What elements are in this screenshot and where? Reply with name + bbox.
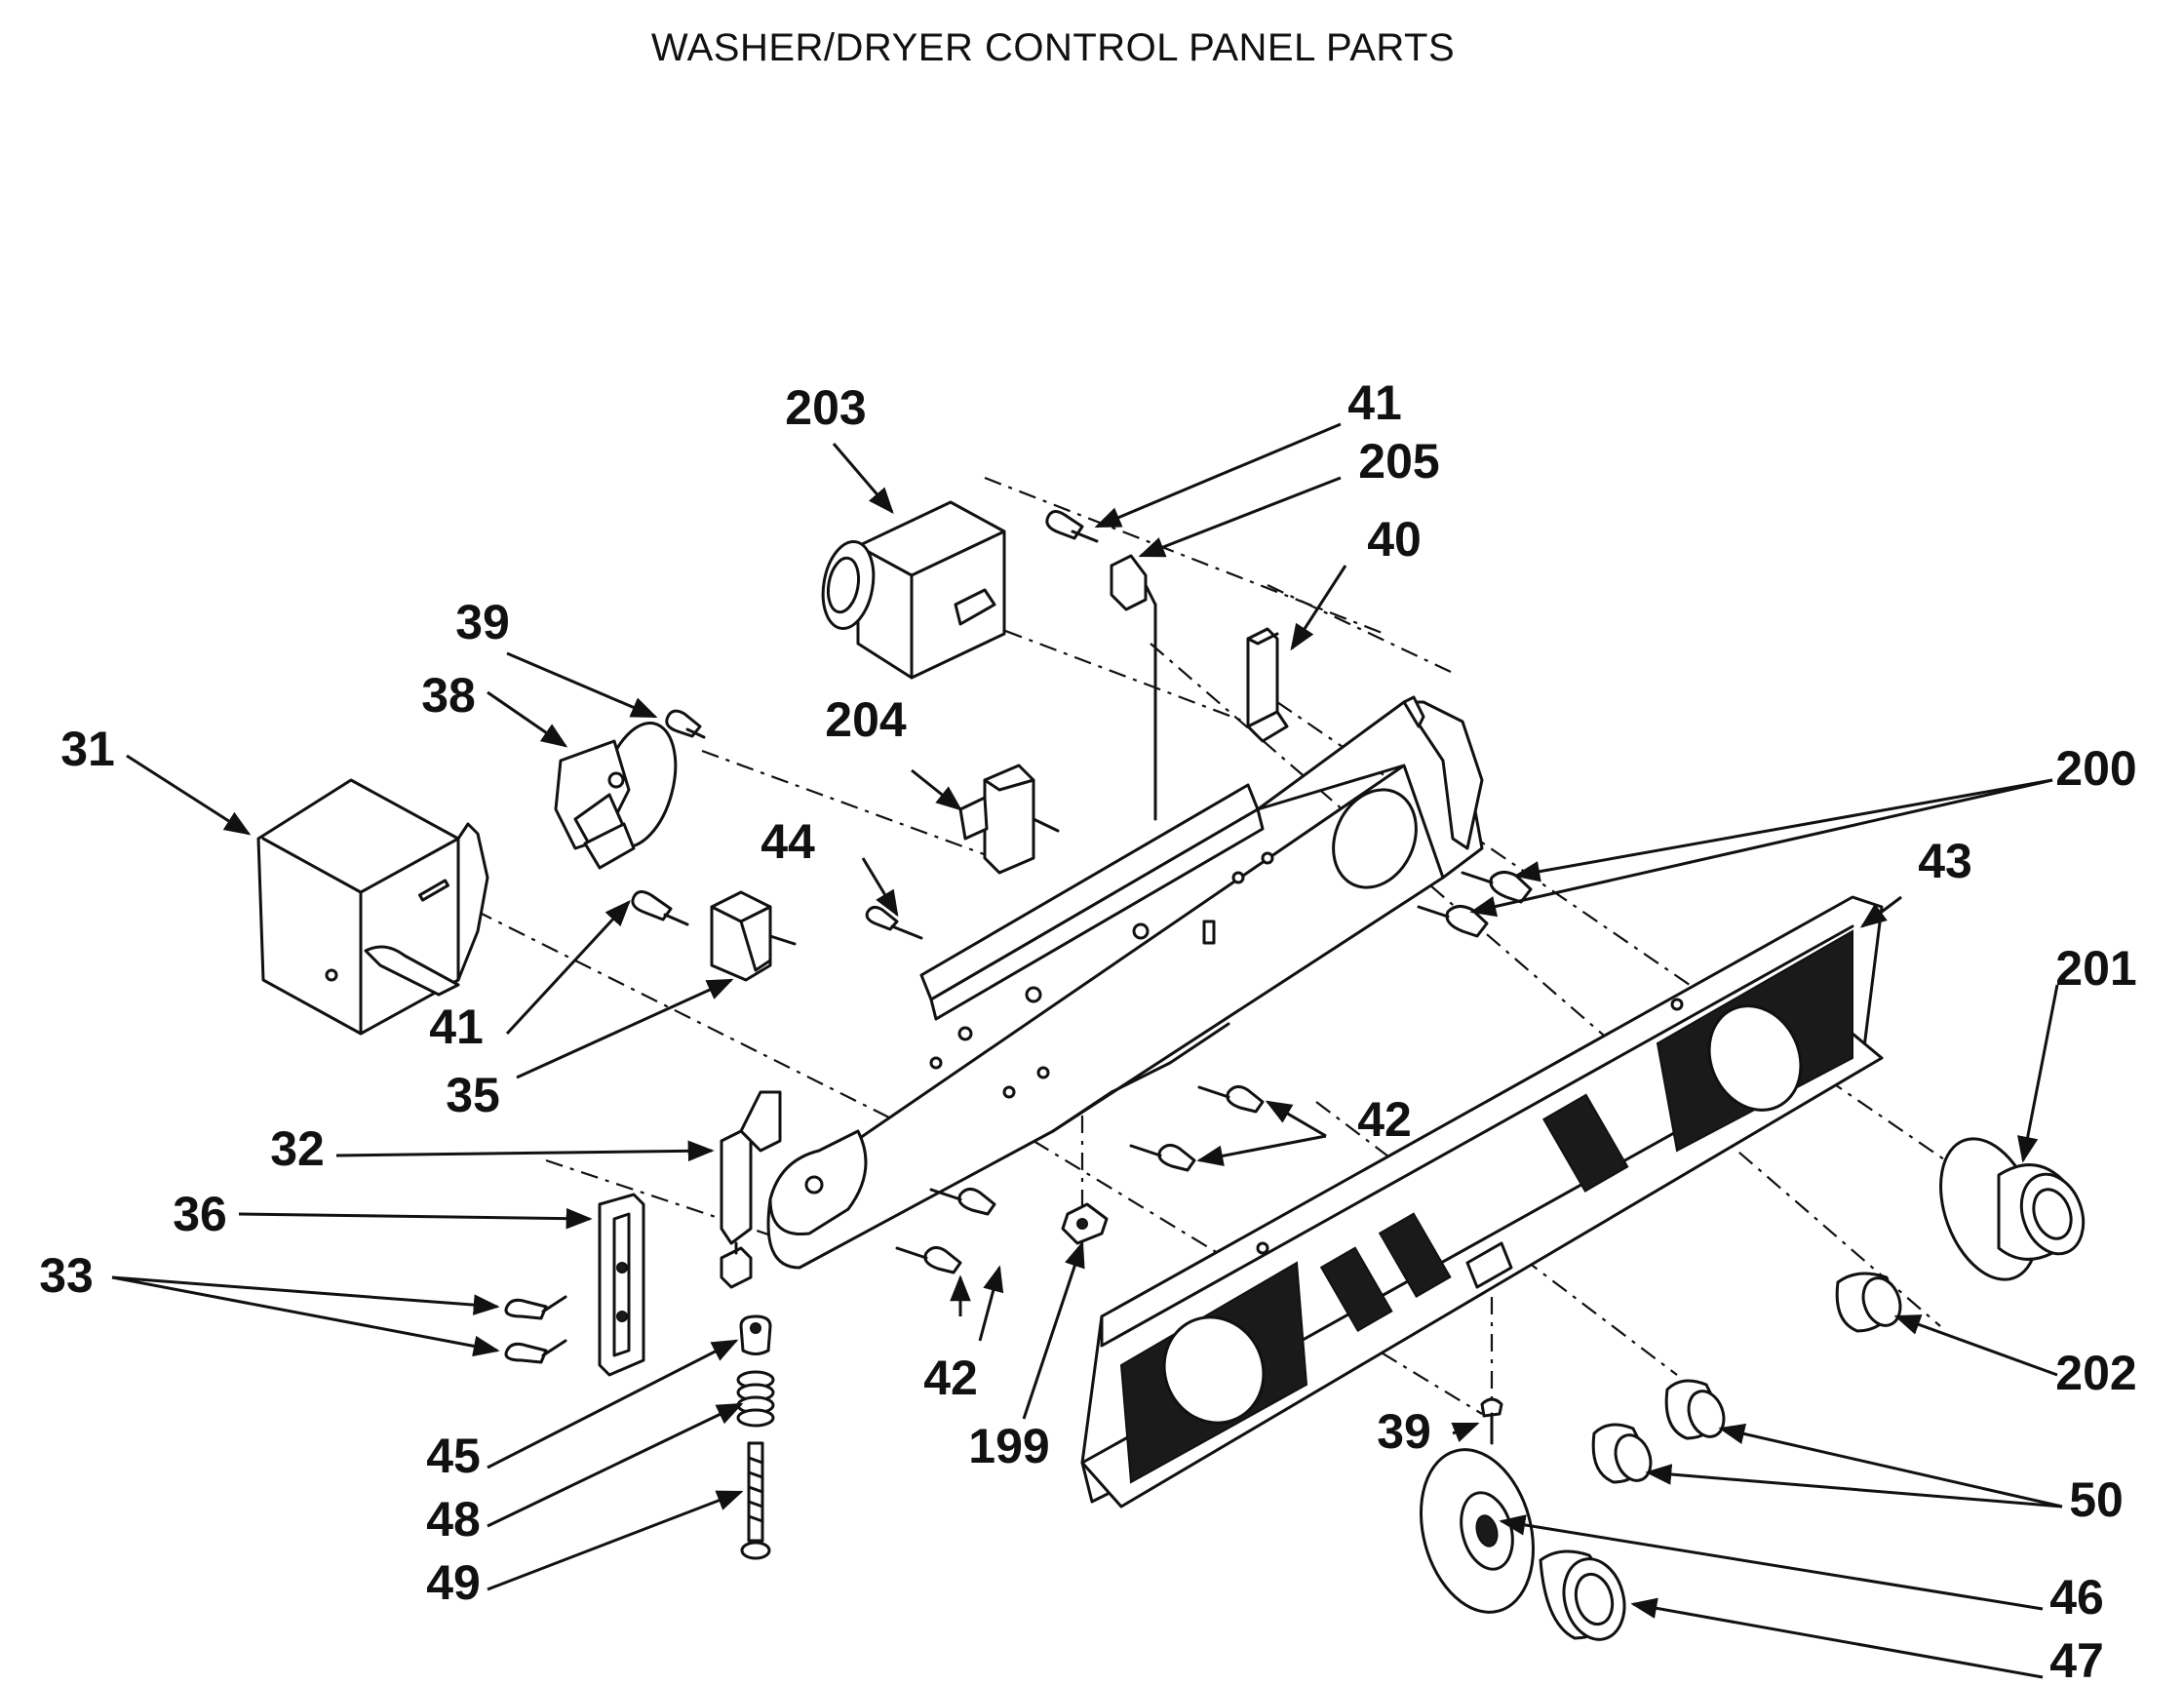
callout-39-upper: 39 — [455, 595, 510, 649]
diagram-title: WASHER/DRYER CONTROL PANEL PARTS — [651, 26, 1455, 69]
timer-part-31 — [256, 778, 489, 1036]
clip-part-199 — [1061, 1202, 1109, 1245]
screw-39-lower — [1480, 1397, 1503, 1445]
screw-41-upper — [1045, 510, 1099, 543]
screw-41-lower — [631, 890, 689, 926]
switch-part-35 — [710, 890, 797, 982]
callout-48: 48 — [426, 1492, 481, 1547]
skirt-part-46 — [1419, 1448, 1536, 1614]
callout-33: 33 — [39, 1248, 94, 1303]
callout-32: 32 — [270, 1121, 325, 1176]
bracket-part-32 — [720, 1129, 753, 1289]
spring-part-48 — [736, 1370, 775, 1428]
callout-38: 38 — [421, 668, 476, 723]
callout-199: 199 — [968, 1419, 1049, 1473]
callout-39-lower: 39 — [1377, 1404, 1431, 1459]
washer-part-45 — [739, 1314, 772, 1355]
knob-part-201 — [1939, 1137, 2086, 1281]
callout-31: 31 — [60, 722, 115, 776]
callout-201: 201 — [2055, 941, 2136, 996]
callout-202: 202 — [2055, 1346, 2136, 1400]
callout-204: 204 — [825, 692, 907, 747]
screws-part-42 — [895, 1085, 1265, 1274]
knob-part-47 — [1539, 1549, 1626, 1641]
callout-50: 50 — [2069, 1472, 2124, 1527]
callout-44: 44 — [760, 814, 815, 869]
callout-200: 200 — [2055, 741, 2136, 796]
callout-42-lower: 42 — [923, 1351, 978, 1405]
screw-part-44 — [865, 905, 923, 940]
knobs-part-50 — [1591, 1379, 1726, 1484]
screws-part-200 — [1417, 871, 1533, 938]
leader-lines — [111, 422, 2063, 1679]
callout-203: 203 — [785, 380, 866, 435]
bracket-part-40 — [1246, 627, 1289, 743]
screw-39-upper — [665, 709, 706, 739]
pressure-switch-part-38 — [554, 722, 678, 870]
callout-49: 49 — [426, 1555, 481, 1610]
front-control-panel — [1080, 895, 1884, 1509]
timer-part-203 — [821, 500, 1006, 680]
callout-47: 47 — [2049, 1633, 2104, 1685]
callout-42-right: 42 — [1357, 1092, 1412, 1147]
callout-36: 36 — [173, 1187, 227, 1241]
switch-part-204 — [958, 764, 1060, 875]
callout-45: 45 — [426, 1429, 481, 1483]
callout-41-lower: 41 — [429, 999, 484, 1054]
knob-part-202 — [1835, 1272, 1902, 1333]
screw-part-49 — [740, 1441, 771, 1560]
callout-labels: 31 32 33 35 36 38 39 39 40 41 41 42 42 4… — [39, 375, 2137, 1685]
callout-40: 40 — [1367, 512, 1422, 567]
guide-part-36 — [598, 1193, 645, 1377]
callout-46: 46 — [2049, 1570, 2104, 1625]
control-panel-bracket — [739, 695, 1484, 1270]
callout-43: 43 — [1918, 834, 1972, 888]
callout-41-upper: 41 — [1347, 375, 1402, 430]
callout-35: 35 — [446, 1068, 500, 1122]
screws-part-33 — [504, 1295, 567, 1364]
callout-205: 205 — [1358, 434, 1439, 489]
switch-part-205 — [1110, 554, 1157, 821]
